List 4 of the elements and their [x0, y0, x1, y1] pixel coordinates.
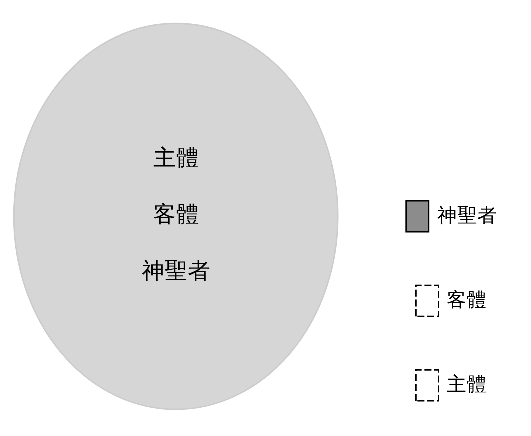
- node-ellipse: 主體 客體 神聖者: [13, 22, 339, 410]
- legend-label: 主體: [447, 372, 488, 396]
- legend-label: 客體: [447, 288, 488, 312]
- legend-label: 神聖者: [437, 204, 498, 227]
